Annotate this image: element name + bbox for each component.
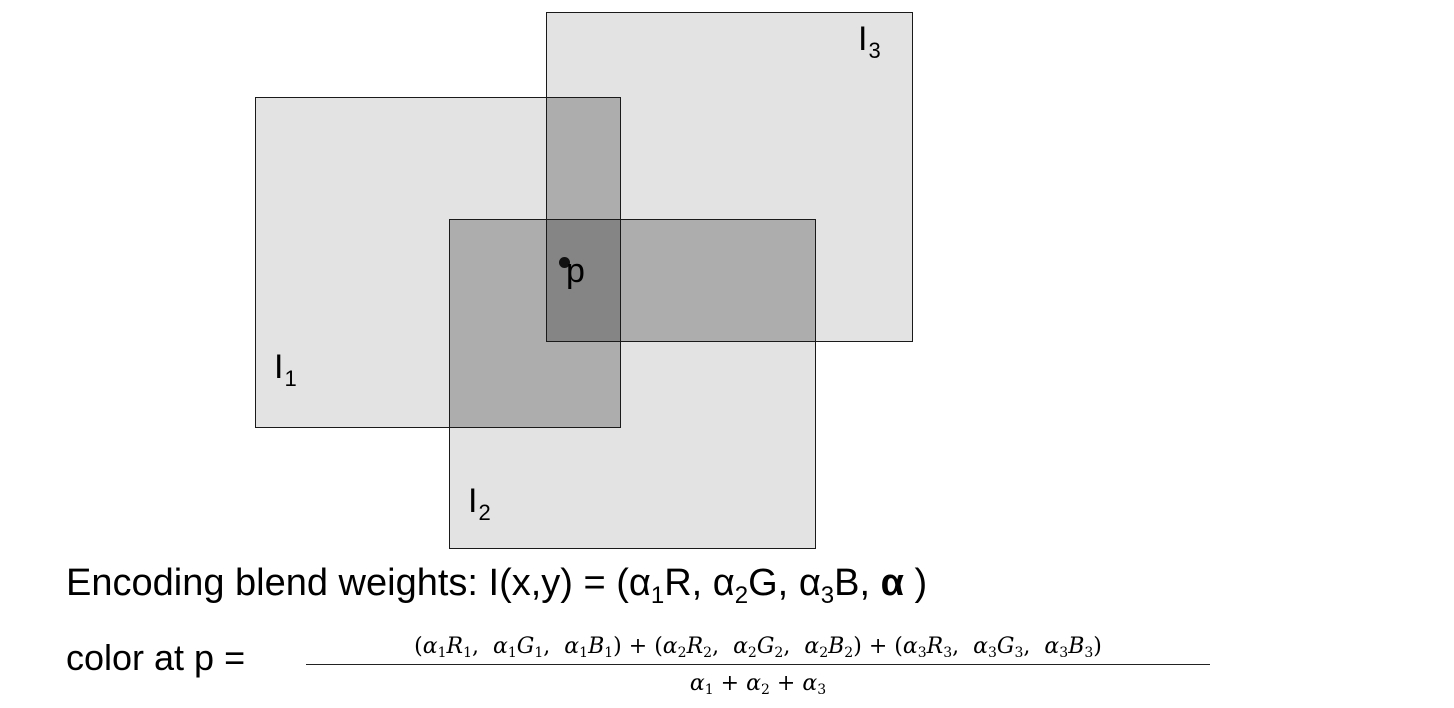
point-p-marker [559,257,570,268]
image-border-3 [546,12,913,342]
color-at-p-label: color at p = [66,637,246,678]
overlap-2-3 [620,220,815,341]
blend-diagram: I1 I2 I3 p [255,12,913,549]
color-fraction: (α1R1, α1G1, α1B1) + (α2R2, α2G2, α2B2) … [306,632,1210,701]
fraction-denominator: α1 + α2 + α3 [689,671,827,698]
overlap-1-2-3 [547,220,620,341]
fraction-numerator: (α1R1, α1G1, α1B1) + (α2R2, α2G2, α2B2) … [414,634,1102,661]
overlap-1-2-lower [547,341,620,427]
image-label-1: I1 [274,348,297,391]
fraction-bar [306,664,1210,665]
encoding-equation: Encoding blend weights: I(x,y) = (α1R, α… [66,562,928,609]
overlap-1-3 [547,98,620,219]
image-border-1 [255,97,621,428]
image-label-2: I2 [468,482,491,525]
image-border-2 [449,219,816,549]
point-p-label: p [566,252,585,290]
overlap-1-2 [450,220,547,427]
image-label-3: I3 [858,20,881,63]
